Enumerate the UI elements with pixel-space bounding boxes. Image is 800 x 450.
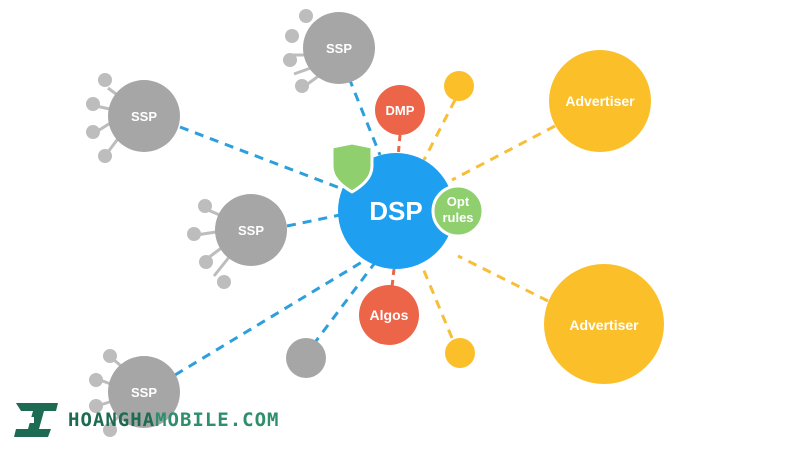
link-ssp-bottom-left bbox=[174, 260, 363, 377]
dmp-label: DMP bbox=[386, 103, 415, 118]
dsp-label: DSP bbox=[369, 196, 422, 226]
dsp-node: DSP bbox=[338, 153, 454, 269]
link-ssp-top bbox=[347, 77, 382, 156]
link-advertiser-top bbox=[451, 124, 556, 182]
link-yellow-dot-bottom bbox=[420, 265, 454, 339]
gray-dot bbox=[286, 338, 326, 378]
opt-label-line2: rules bbox=[442, 210, 473, 225]
link-dmp bbox=[396, 134, 402, 158]
watermark: HOANGHAMOBILE.COM bbox=[10, 400, 279, 440]
ssp-label: SSP bbox=[238, 223, 264, 238]
yellow-dot-top bbox=[444, 71, 474, 101]
links bbox=[174, 77, 556, 377]
watermark-text: HOANGHAMOBILE.COM bbox=[68, 409, 279, 431]
dmp-node: DMP bbox=[375, 85, 425, 135]
yellow-dot-bottom bbox=[445, 338, 475, 368]
ssp-label: SSP bbox=[131, 109, 157, 124]
watermark-part1: HOANGHA bbox=[68, 409, 156, 431]
ssp-node-mid-left: SSP bbox=[187, 194, 287, 289]
opt-rules-node: Opt rules bbox=[431, 184, 485, 238]
watermark-part2: MOBILE.COM bbox=[155, 409, 280, 431]
link-ssp-upper-left bbox=[179, 125, 346, 192]
ssp-node-upper-left: SSP bbox=[86, 73, 180, 163]
ssp-label: SSP bbox=[326, 41, 352, 56]
link-gray-dot bbox=[311, 263, 376, 346]
ssp-node-bottom-left: SSP bbox=[89, 349, 180, 437]
hoangha-logo-icon bbox=[14, 403, 58, 437]
advertiser-label: Advertiser bbox=[565, 93, 635, 109]
ssp-label: SSP bbox=[131, 385, 157, 400]
link-ssp-mid-left bbox=[286, 213, 341, 228]
ssp-node-top: SSP bbox=[283, 9, 375, 93]
algos-label: Algos bbox=[370, 307, 409, 323]
shield-icon bbox=[330, 141, 374, 194]
advertiser-node-bottom: Advertiser bbox=[544, 264, 664, 384]
advertiser-label: Advertiser bbox=[569, 317, 639, 333]
algos-node: Algos bbox=[359, 285, 419, 345]
opt-label-line1: Opt bbox=[447, 194, 470, 209]
advertiser-node-top: Advertiser bbox=[549, 50, 651, 152]
link-algos bbox=[390, 268, 396, 288]
link-advertiser-bottom bbox=[457, 254, 549, 303]
link-yellow-dot-top bbox=[422, 99, 457, 161]
